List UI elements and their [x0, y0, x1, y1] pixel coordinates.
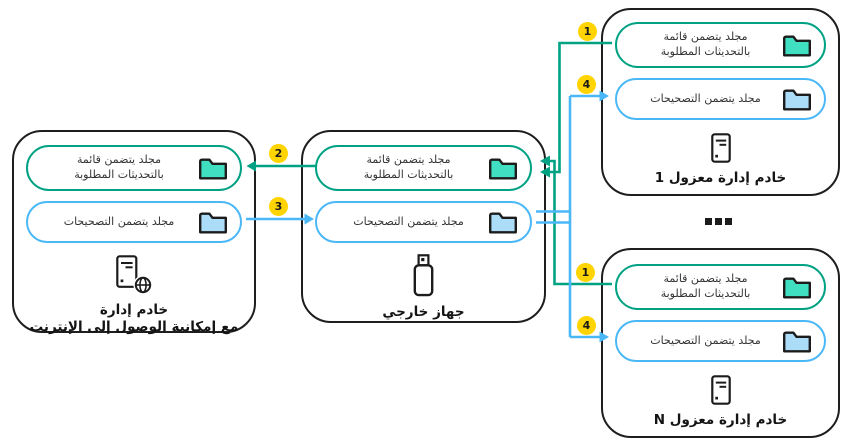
patches-folder-label: مجلد يتضمن التصحيحات — [650, 91, 761, 105]
folder-updates-icon — [198, 156, 228, 181]
folder-patches-icon — [198, 210, 228, 235]
patches-folder-pill: مجلد يتضمن التصحيحات — [26, 201, 242, 243]
step-badge-4-top: 4 — [577, 75, 596, 94]
server-tower-icon — [710, 133, 731, 163]
patches-folder-label: مجلد يتضمن التصحيحات — [63, 214, 175, 228]
patches-folder-label: مجلد يتضمن التصحيحات — [353, 214, 464, 228]
step-badge-4-bottom: 4 — [577, 316, 596, 335]
folder-patches-icon — [782, 329, 812, 354]
ellipsis-separator-icon — [705, 218, 732, 225]
node-title-isolated-server-1: خادم إدارة معزول 1 — [654, 170, 787, 186]
folder-updates-icon — [782, 33, 812, 58]
folder-updates-icon — [782, 275, 812, 300]
server-tower-icon — [710, 375, 731, 405]
step-badge-2: 2 — [269, 144, 288, 163]
patches-folder-pill: مجلد يتضمن التصحيحات — [615, 78, 826, 120]
patches-folder-pill: مجلد يتضمن التصحيحات — [315, 201, 532, 243]
patches-folder-label: مجلد يتضمن التصحيحات — [650, 333, 761, 347]
folder-updates-icon — [488, 156, 518, 181]
folder-patches-icon — [782, 87, 812, 112]
node-title-external-device: جهاز خارجي — [382, 304, 465, 320]
step-badge-1-bottom: 1 — [576, 263, 595, 282]
step-badge-1-top: 1 — [578, 22, 597, 41]
node-title-isolated-server-n: خادم إدارة معزول N — [653, 412, 788, 428]
folder-patches-icon — [488, 210, 518, 235]
step-badge-3: 3 — [269, 197, 288, 216]
patches-folder-pill: مجلد يتضمن التصحيحات — [615, 320, 826, 362]
server-globe-icon — [115, 255, 153, 295]
usb-drive-icon — [411, 254, 436, 297]
